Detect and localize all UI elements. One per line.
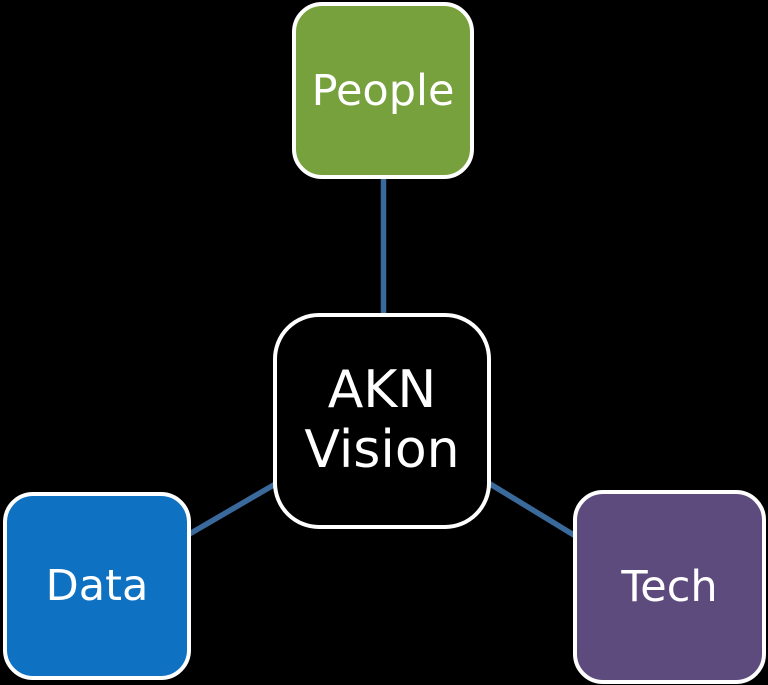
node-people: People	[292, 2, 474, 179]
node-akn-vision-label: AKN Vision	[304, 360, 460, 481]
node-data: Data	[3, 492, 191, 680]
center-label-line2: Vision	[304, 420, 460, 480]
center-label-line1: AKN	[327, 360, 437, 421]
node-tech: Tech	[573, 490, 766, 684]
node-akn-vision: AKN Vision	[273, 313, 491, 529]
node-tech-label: Tech	[621, 562, 718, 612]
node-data-label: Data	[45, 561, 149, 611]
node-people-label: People	[311, 65, 455, 116]
connector-center-data	[184, 476, 286, 539]
connector-center-tech	[480, 476, 584, 543]
